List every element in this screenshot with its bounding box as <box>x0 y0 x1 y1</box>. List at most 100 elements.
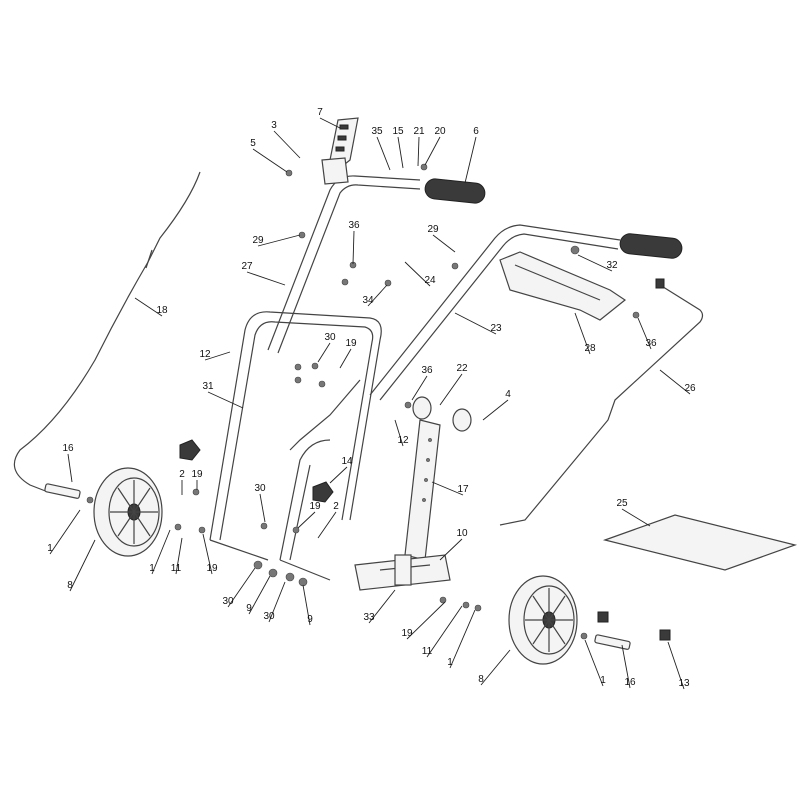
callout-label-c-29b: 29 <box>427 224 439 235</box>
callout-label-c-36a: 36 <box>348 220 360 231</box>
callout-leader-c-19e <box>406 601 446 640</box>
caps <box>597 611 671 641</box>
callout-leader-c-8b <box>480 649 511 686</box>
callout-label-c-11a: 11 <box>171 563 182 574</box>
callout-label-c-30b: 30 <box>254 483 266 494</box>
callout-leader-c-31 <box>207 391 244 409</box>
callout-leader-c-33 <box>368 589 396 624</box>
callout-leader-c-4 <box>482 399 509 421</box>
catcher-handle <box>499 251 627 321</box>
left-wheel <box>93 467 163 557</box>
callout-leader-c-30b <box>259 493 266 523</box>
callout-label-c-14: 14 <box>341 456 353 467</box>
callout-leader-c-14 <box>329 466 348 484</box>
callout-leader-c-23 <box>454 312 497 335</box>
callout-leader-c-18 <box>134 297 163 317</box>
callout-label-c-26: 26 <box>684 383 696 394</box>
callout-label-c-16b: 16 <box>624 677 636 688</box>
callout-leader-c-19c <box>297 511 316 529</box>
callout-leader-c-30c <box>227 567 256 608</box>
callout-leader-c-6 <box>464 136 477 184</box>
callout-leader-c-1c <box>449 609 476 669</box>
drive-cable-26 <box>499 278 704 526</box>
callout-leader-c-12a <box>204 351 231 361</box>
callout-label-c-12a: 12 <box>199 349 211 360</box>
callout-label-c-34: 34 <box>362 295 374 306</box>
callout-label-c-19d: 19 <box>206 563 218 574</box>
callout-leader-c-19d <box>202 533 213 575</box>
knobs <box>179 439 334 503</box>
callout-leader-c-20 <box>424 136 441 166</box>
callout-leader-c-7 <box>319 117 341 129</box>
callout-label-c-11b: 11 <box>422 646 433 657</box>
callout-label-c-8b: 8 <box>478 674 484 685</box>
callout-label-c-2b: 2 <box>333 501 339 512</box>
callout-leader-c-9b <box>302 584 311 626</box>
callout-leader-c-35 <box>376 136 391 171</box>
callout-leader-c-21 <box>417 136 420 167</box>
callout-label-c-8a: 8 <box>67 580 73 591</box>
callout-label-c-19a: 19 <box>345 338 357 349</box>
callout-label-c-19e: 19 <box>401 628 413 639</box>
callout-leader-c-29a <box>257 234 301 247</box>
callout-label-c-1c: 1 <box>447 657 453 668</box>
callout-label-c-9a: 9 <box>246 603 252 614</box>
callout-leader-c-36b <box>637 317 652 350</box>
callout-label-c-32: 32 <box>606 260 618 271</box>
callout-leader-c-24 <box>404 261 431 287</box>
callout-leader-c-26 <box>659 369 691 395</box>
callout-leader-c-3 <box>273 130 301 159</box>
axle-pins <box>44 483 631 650</box>
callout-leader-c-17 <box>431 481 464 496</box>
callout-leader-c-1a <box>49 509 81 555</box>
callout-leader-c-1b <box>151 529 171 575</box>
callout-leader-c-36c <box>411 375 428 401</box>
callout-leader-c-5 <box>252 148 288 173</box>
callout-label-c-28: 28 <box>584 343 596 354</box>
callout-label-c-20: 20 <box>434 126 446 137</box>
callout-label-c-35: 35 <box>371 126 383 137</box>
callout-leader-c-32 <box>577 254 613 272</box>
callout-label-c-19b: 19 <box>191 469 203 480</box>
callout-leader-c-2b <box>317 511 337 539</box>
callout-leader-c-1d <box>584 639 604 687</box>
callout-label-c-24: 24 <box>424 275 436 286</box>
callout-label-c-2a: 2 <box>179 469 185 480</box>
callout-leader-c-11a <box>175 537 183 575</box>
callout-label-c-25: 25 <box>616 498 628 509</box>
callout-leader-c-9a <box>248 575 271 615</box>
callout-leader-c-8a <box>69 539 96 592</box>
callout-leader-c-34 <box>367 284 388 307</box>
callout-label-c-4: 4 <box>505 389 511 400</box>
callout-leader-c-16b <box>621 644 631 689</box>
callout-label-c-30a: 30 <box>324 332 336 343</box>
handle-grip-right <box>619 233 683 259</box>
hardware <box>86 163 640 640</box>
callout-leader-c-15 <box>397 136 404 169</box>
drive-cable-18 <box>13 171 201 493</box>
callout-leader-c-10 <box>439 538 463 561</box>
callout-label-c-36c: 36 <box>421 365 433 376</box>
callout-label-c-29a: 29 <box>252 235 264 246</box>
callout-label-c-6: 6 <box>473 126 479 137</box>
callout-leader-c-11b <box>426 605 463 658</box>
callout-leader-c-30a <box>317 342 331 363</box>
callout-label-c-1a: 1 <box>47 543 53 554</box>
callout-label-c-23: 23 <box>490 323 502 334</box>
callout-label-c-19c: 19 <box>309 501 321 512</box>
callout-label-c-3: 3 <box>271 120 277 131</box>
callout-label-c-30d: 30 <box>263 611 275 622</box>
callout-leader-c-13 <box>667 641 685 690</box>
callout-label-c-21: 21 <box>413 126 425 137</box>
callout-leader-c-36a <box>352 230 355 265</box>
callout-label-c-1b: 1 <box>149 563 155 574</box>
callout-label-c-31: 31 <box>202 381 214 392</box>
callout-leader-c-28 <box>574 312 591 355</box>
callout-leader-c-29b <box>432 234 456 253</box>
callout-label-c-12b: 12 <box>397 435 409 446</box>
callout-leader-c-27 <box>246 271 286 286</box>
callout-label-c-5: 5 <box>250 138 256 149</box>
callout-label-c-15: 15 <box>392 126 404 137</box>
